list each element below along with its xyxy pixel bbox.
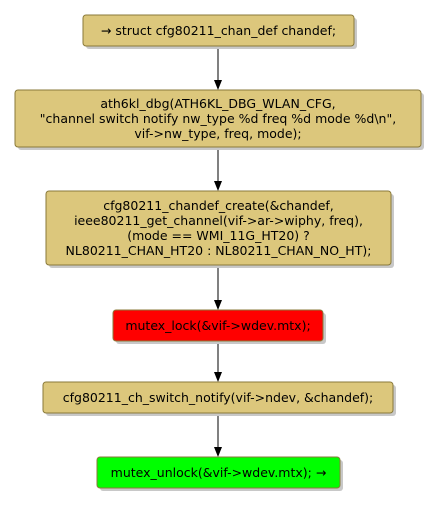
flow-node-n5: cfg80211_ch_switch_notify(vif->ndev, &ch… [42, 381, 396, 416]
node-text-line: ath6kl_dbg(ATH6KL_DBG_WLAN_CFG, [100, 96, 335, 111]
node-box [96, 456, 341, 489]
node-text-line: cfg80211_ch_switch_notify(vif->ndev, &ch… [63, 390, 374, 405]
nodes-layer: → struct cfg80211_chan_def chandef; ath6k… [14, 14, 424, 491]
node-box [112, 309, 324, 342]
flow-node-n2: ath6kl_dbg(ATH6KL_DBG_WLAN_CFG,"channel … [14, 89, 424, 150]
node-text-line: "channel switch notify nw_type %d freq %… [40, 111, 396, 126]
flow-node-n6: mutex_unlock(&vif->wdev.mtx); → [96, 456, 343, 491]
node-text-line: (mode == WMI_11G_HT20) ? [127, 228, 310, 243]
node-text-line: ieee80211_get_channel(vif->ar->wiphy, fr… [74, 213, 363, 228]
flow-edge-n4-n5 [214, 341, 222, 382]
flow-edge-n5-n6 [214, 413, 222, 457]
flow-node-n3: cfg80211_chandef_create(&chandef,ieee802… [45, 190, 394, 268]
node-text-line: cfg80211_chandef_create(&chandef, [103, 198, 334, 213]
arrow-head-icon [214, 300, 222, 310]
edges-layer [214, 46, 222, 457]
arrow-head-icon [214, 181, 222, 191]
node-text-line: NL80211_CHAN_HT20 : NL80211_CHAN_NO_HT); [66, 243, 372, 258]
node-text-line: → struct cfg80211_chan_def chandef; [101, 23, 336, 38]
arrow-head-icon [214, 372, 222, 382]
flow-node-n1: → struct cfg80211_chan_def chandef; [82, 14, 357, 49]
node-box [14, 89, 422, 148]
node-text-line: vif->nw_type, freq, mode); [134, 126, 301, 141]
flow-edge-n1-n2 [214, 46, 222, 90]
arrow-head-icon [214, 80, 222, 90]
flow-edge-n3-n4 [214, 265, 222, 310]
flow-node-n4: mutex_lock(&vif->wdev.mtx); [112, 309, 326, 344]
flow-edge-n2-n3 [214, 147, 222, 191]
node-text-line: mutex_unlock(&vif->wdev.mtx); → [111, 465, 327, 480]
node-box [45, 190, 392, 266]
node-box [42, 381, 394, 414]
node-box [82, 14, 355, 47]
node-text-line: mutex_lock(&vif->wdev.mtx); [125, 318, 310, 333]
arrow-head-icon [214, 447, 222, 457]
